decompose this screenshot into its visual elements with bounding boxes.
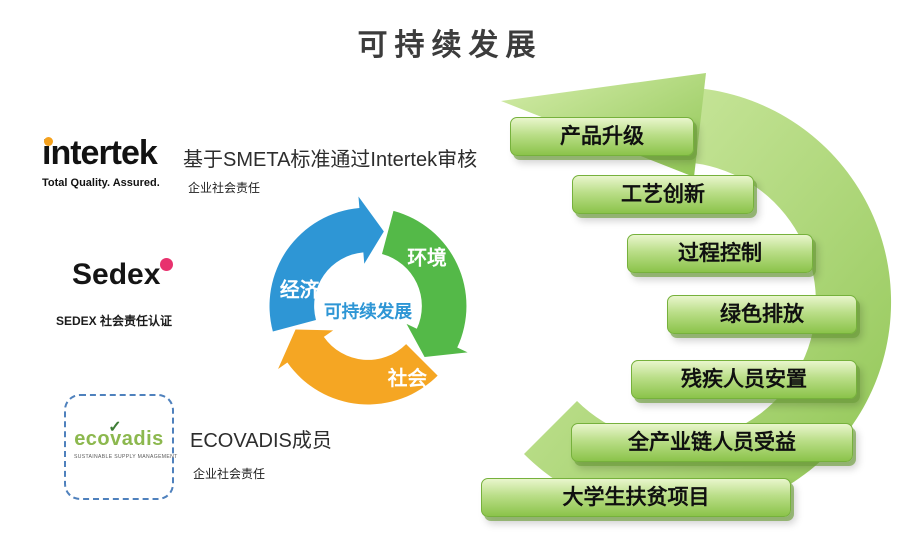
ecovadis-tagline: SUSTAINABLE SUPPLY MANAGEMENT: [73, 454, 178, 460]
sedex-caption: SEDEX 社会责任认证: [56, 314, 173, 328]
cycle-svg: 经济 环境 社会 可持续发展: [269, 196, 468, 405]
cycle-arc-society: [278, 329, 438, 405]
initiative-pill-student-poverty-program: 大学生扶贫项目: [481, 478, 791, 517]
ecovadis-logo-box: ecovadis ✓ SUSTAINABLE SUPPLY MANAGEMENT: [64, 394, 178, 500]
cycle-label-society: 社会: [387, 367, 428, 390]
sedex-dot-icon: [160, 258, 174, 271]
initiative-pill-process-control: 过程控制: [627, 234, 813, 273]
sustainability-cycle-diagram: 经济 环境 社会 可持续发展: [252, 192, 484, 420]
ecovadis-leaf-icon: ✓: [108, 419, 123, 436]
sedex-wordmark: Sedex: [72, 258, 161, 291]
cycle-arc-economy: [269, 196, 384, 332]
spiral-arrow-body: [524, 88, 892, 518]
page-title: 可持续发展: [357, 29, 543, 62]
ecovadis-wordmark: ecovadis ✓: [74, 419, 164, 451]
smeta-audit-subheading: 企业社会责任: [188, 181, 261, 195]
sedex-logo: Sedex: [72, 258, 174, 292]
smeta-audit-heading: 基于SMETA标准通过Intertek审核: [183, 149, 478, 171]
initiative-pill-supply-chain-benefit: 全产业链人员受益: [571, 423, 853, 462]
intertek-logo: intertek Total Quality. Assured.: [42, 136, 160, 189]
intertek-tagline: Total Quality. Assured.: [42, 177, 160, 189]
intertek-dot-icon: [44, 137, 53, 146]
cycle-center-label: 可持续发展: [324, 301, 412, 321]
initiative-pill-process-innovation: 工艺创新: [572, 175, 754, 214]
initiative-pill-product-upgrade: 产品升级: [510, 117, 694, 156]
cycle-arc-environment: [381, 210, 468, 357]
intertek-wordmark: intertek: [42, 134, 158, 172]
initiative-pill-green-emissions: 绿色排放: [667, 295, 857, 334]
cycle-label-economy: 经济: [280, 279, 320, 302]
ecovadis-member-heading: ECOVADIS成员: [190, 430, 332, 452]
cycle-label-environment: 环境: [407, 247, 447, 270]
ecovadis-logo-text: ecovadis: [74, 428, 164, 450]
intertek-logo-text: intertek: [42, 136, 160, 170]
ecovadis-member-subheading: 企业社会责任: [193, 467, 266, 481]
initiative-pill-disabled-placement: 残疾人员安置: [631, 360, 857, 399]
